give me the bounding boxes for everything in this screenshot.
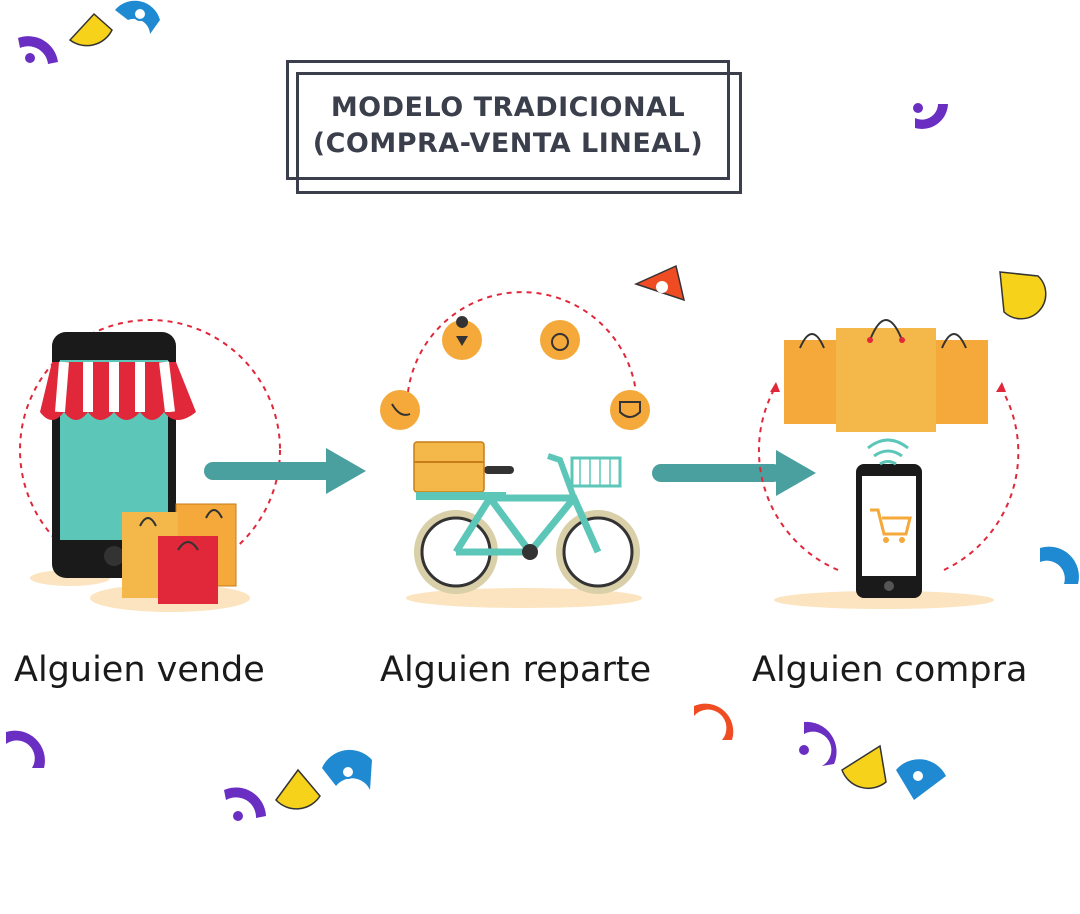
decor-top-right	[913, 103, 948, 129]
step-label-buy: Alguien compra	[752, 650, 1028, 690]
decor-top-left	[18, 0, 160, 64]
storefront-phone-icon	[19, 319, 281, 612]
arrow-deliver-to-buy	[652, 450, 816, 496]
step-label-deliver: Alguien reparte	[380, 650, 652, 690]
title-line-1: MODELO TRADICIONAL	[330, 92, 686, 123]
page-title: MODELO TRADICIONAL (COMPRA-VENTA LINEAL)	[286, 90, 730, 162]
decor-mid	[6, 264, 1079, 768]
phone-shopping-cart-icon	[757, 319, 1020, 609]
title-frame-inner	[296, 72, 742, 194]
step-label-sell: Alguien vende	[14, 650, 265, 690]
decor-bottom-mid	[224, 749, 372, 821]
arrow-sell-to-deliver	[204, 448, 366, 494]
title-line-2: (COMPRA-VENTA LINEAL)	[312, 128, 704, 159]
title-frame-outer	[286, 60, 730, 180]
delivery-bicycle-icon	[380, 291, 650, 608]
decor-bottom-right	[799, 721, 946, 800]
